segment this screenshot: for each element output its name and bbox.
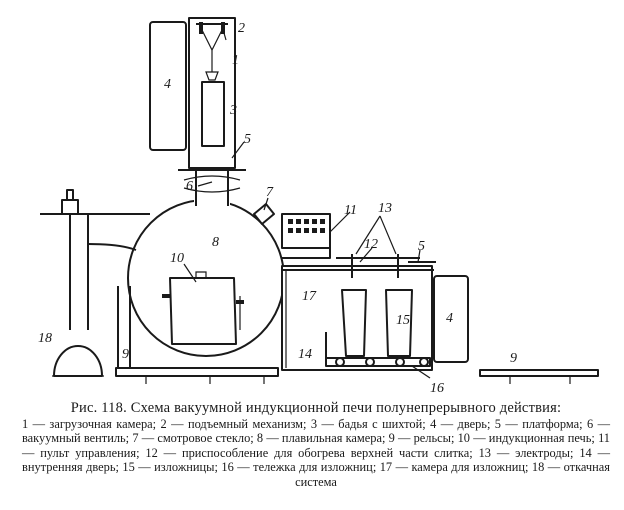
moulds xyxy=(341,289,413,357)
electrodes xyxy=(336,254,420,278)
charge-bucket xyxy=(201,81,225,147)
furnace-diagram: 1 2 3 4 5 6 7 8 10 11 13 12 5 17 15 4 14… xyxy=(38,17,599,396)
label-14: 14 xyxy=(298,347,312,362)
label-4a: 4 xyxy=(164,77,171,92)
label-5a: 5 xyxy=(244,132,251,147)
label-5b: 5 xyxy=(418,239,425,254)
label-1: 1 xyxy=(232,53,239,68)
label-6: 6 xyxy=(186,179,193,194)
door-right xyxy=(433,275,469,363)
label-9b: 9 xyxy=(510,351,517,366)
label-7: 7 xyxy=(266,185,274,200)
support-frame xyxy=(40,189,150,368)
label-15: 15 xyxy=(396,313,410,328)
caption-title: Рис. 118. Схема вакуумной индукционной п… xyxy=(70,400,562,416)
label-2: 2 xyxy=(238,21,245,36)
control-panel xyxy=(281,213,331,259)
door-left xyxy=(149,21,187,151)
label-10: 10 xyxy=(170,251,184,266)
label-16: 16 xyxy=(430,381,444,396)
figure-caption: Рис. 118. Схема вакуумной индукционной п… xyxy=(22,401,610,489)
vacuum-valve xyxy=(183,175,241,193)
induction-furnace xyxy=(162,271,244,345)
mould-trolley xyxy=(325,332,431,367)
sight-glass xyxy=(253,203,275,225)
label-11: 11 xyxy=(344,203,357,218)
label-9a: 9 xyxy=(122,347,129,362)
label-12: 12 xyxy=(364,237,378,252)
rails xyxy=(115,367,599,384)
pumping-system xyxy=(52,345,104,377)
label-17: 17 xyxy=(302,289,317,304)
label-18: 18 xyxy=(38,331,52,346)
label-8: 8 xyxy=(212,235,219,250)
label-3: 3 xyxy=(229,103,237,118)
label-4b: 4 xyxy=(446,311,453,326)
caption-legend: 1 — загрузочная камера; 2 — подъемный ме… xyxy=(22,416,610,489)
label-13: 13 xyxy=(378,201,392,216)
